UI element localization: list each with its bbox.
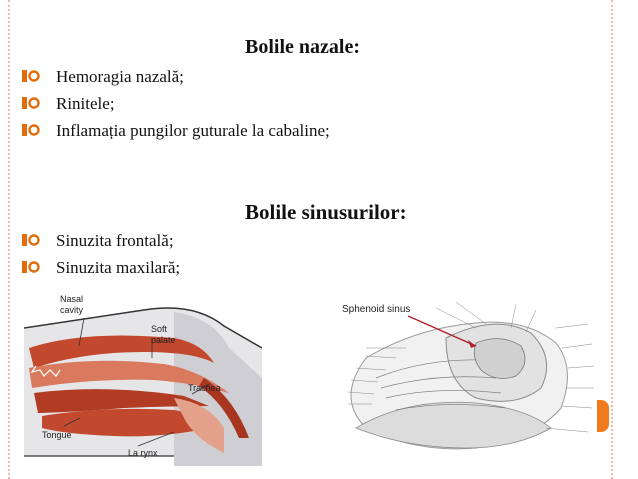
dog-head-section-illustration: Nasal cavity Soft palate Trachea Tongue …: [24, 294, 262, 466]
bullet-ring-icon: [22, 70, 40, 82]
label-soft-palate: palate: [151, 335, 176, 345]
list-item: Hemoragia nazală;: [22, 63, 330, 90]
list-item-label: Hemoragia nazală;: [56, 67, 184, 86]
heading-sinus-diseases: Bolile sinusurilor:: [245, 200, 407, 224]
nasal-diseases-list: Hemoragia nazală; Rinitele; Inflamația p…: [22, 63, 330, 144]
list-item-label: Rinitele;: [56, 94, 115, 113]
list-item-label: Inflamația pungilor guturale la cabaline…: [56, 121, 330, 140]
bullet-ring-icon: [22, 261, 40, 273]
right-dotted-border: [611, 0, 613, 479]
list-item-label: Sinuzita maxilară;: [56, 258, 181, 277]
bullet-ring-icon: [22, 97, 40, 109]
label-larynx: La rynx: [128, 448, 158, 458]
list-item: Inflamația pungilor guturale la cabaline…: [22, 117, 330, 144]
bullet-ring-icon: [22, 234, 40, 246]
list-item-label: Sinuzita frontală;: [56, 231, 174, 250]
accent-tab: [597, 400, 609, 432]
label-soft-palate: Soft: [151, 324, 168, 334]
sinus-diseases-list: Sinuzita frontală; Sinuzita maxilară;: [22, 227, 180, 281]
label-sphenoid-sinus: Sphenoid sinus: [342, 304, 410, 315]
left-dotted-border: [8, 0, 10, 479]
label-nasal-cavity: Nasal: [60, 294, 83, 304]
heading-nasal-diseases: Bolile nazale:: [245, 36, 360, 58]
bullet-ring-icon: [22, 124, 40, 136]
list-item: Sinuzita frontală;: [22, 227, 180, 254]
label-tongue: Tongue: [42, 430, 72, 440]
label-nasal-cavity: cavity: [60, 305, 84, 315]
list-item: Sinuzita maxilară;: [22, 254, 180, 281]
list-item: Rinitele;: [22, 90, 330, 117]
skull-section-illustration: Sphenoid sinus: [342, 301, 595, 450]
label-trachea: Trachea: [188, 383, 221, 393]
